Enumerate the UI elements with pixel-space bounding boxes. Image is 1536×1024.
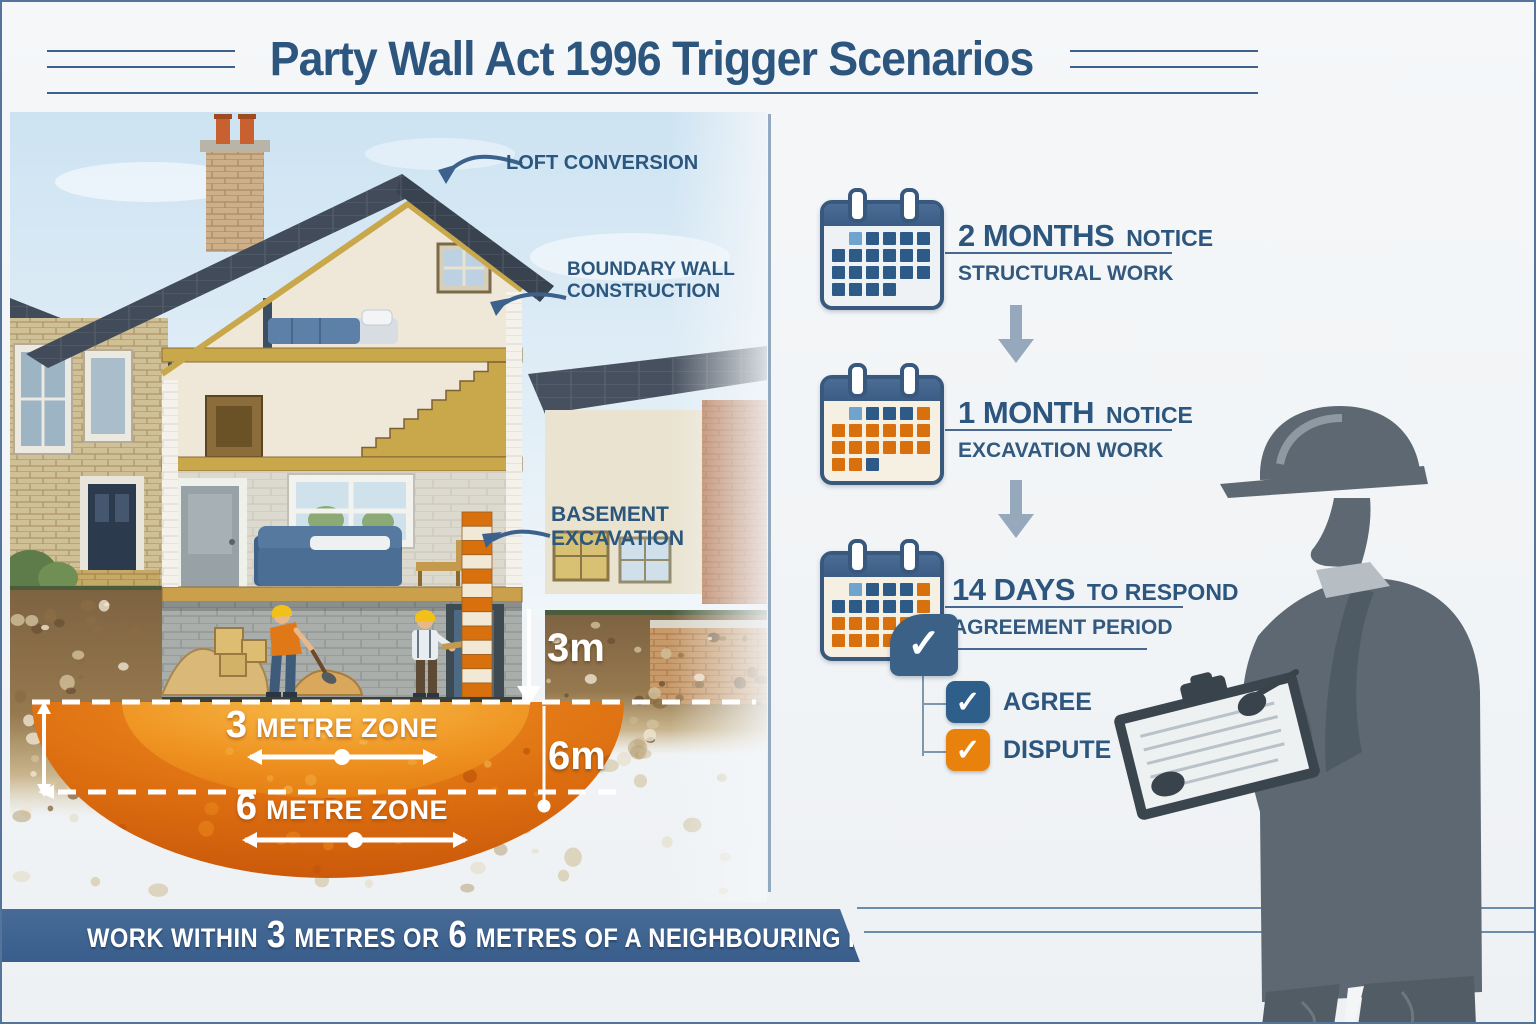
worker-standing [412, 609, 467, 698]
decision-bracket [922, 751, 946, 753]
calendar-1-month-icon [820, 363, 944, 485]
decision-bracket [922, 703, 946, 705]
calendar-ring [848, 539, 867, 574]
loft-conversion-label: LOFT CONVERSION [506, 152, 699, 174]
surveyor-silhouette-icon [1114, 406, 1482, 1022]
title-decor-line [1070, 66, 1258, 68]
callout-arrows [438, 154, 567, 548]
three-metre-zone-shape [122, 702, 530, 798]
agree-checkbox-icon: ✓ [946, 681, 990, 723]
panel-divider [768, 114, 771, 892]
decision-bracket [922, 670, 924, 756]
timeline-underline [945, 606, 1183, 608]
agree-label: AGREE [1003, 688, 1092, 716]
title-underline [47, 92, 1258, 94]
depth-6m-label: 6m [548, 734, 606, 778]
calendar-14-days-icon [820, 539, 944, 661]
calendar-ring [900, 363, 919, 398]
calendar-header [824, 204, 940, 226]
page-title: Party Wall Act 1996 Trigger Scenarios [270, 33, 1035, 86]
timeline-underline [945, 648, 1147, 650]
calendar-header [824, 379, 940, 401]
basement-excavation-label: BASEMENT EXCAVATION [551, 503, 685, 550]
structural-work-subtitle: STRUCTURAL WORK [958, 262, 1174, 285]
calendar-header [824, 555, 940, 577]
agreement-period-subtitle: AGREEMENT PERIOD [952, 616, 1173, 639]
boundary-wall-label: BOUNDARY WALL CONSTRUCTION [567, 259, 735, 302]
calendar-ring [900, 539, 919, 574]
timeline-underline [945, 429, 1172, 431]
calendar-ring [848, 363, 867, 398]
decor-line [857, 907, 1534, 909]
arrow-down-icon [998, 305, 1034, 363]
calendar-ring [900, 188, 919, 223]
neighbour-house-left [10, 298, 172, 594]
party-wall-striped-column [461, 511, 493, 698]
depth-3m-label: 3m [547, 626, 605, 670]
title-decor-line [1070, 50, 1258, 52]
title-decor-line [47, 50, 235, 52]
title-decor-line [47, 66, 235, 68]
main-house [26, 114, 554, 703]
worker-digging [266, 604, 337, 697]
excavation-work-subtitle: EXCAVATION WORK [958, 439, 1164, 462]
calendar-2-months-icon [820, 188, 944, 310]
dispute-checkbox-icon: ✓ [946, 729, 990, 771]
house-cross-section-illustration [10, 112, 767, 902]
arrow-down-icon [998, 480, 1034, 538]
timeline-underline [945, 252, 1172, 254]
measurement-annotations [32, 609, 756, 848]
check-badge-icon: ✓ [890, 614, 958, 676]
grass-right [545, 610, 767, 618]
decor-line [864, 931, 1534, 933]
dispute-label: DISPUTE [1003, 736, 1112, 764]
calendar-ring [848, 188, 867, 223]
